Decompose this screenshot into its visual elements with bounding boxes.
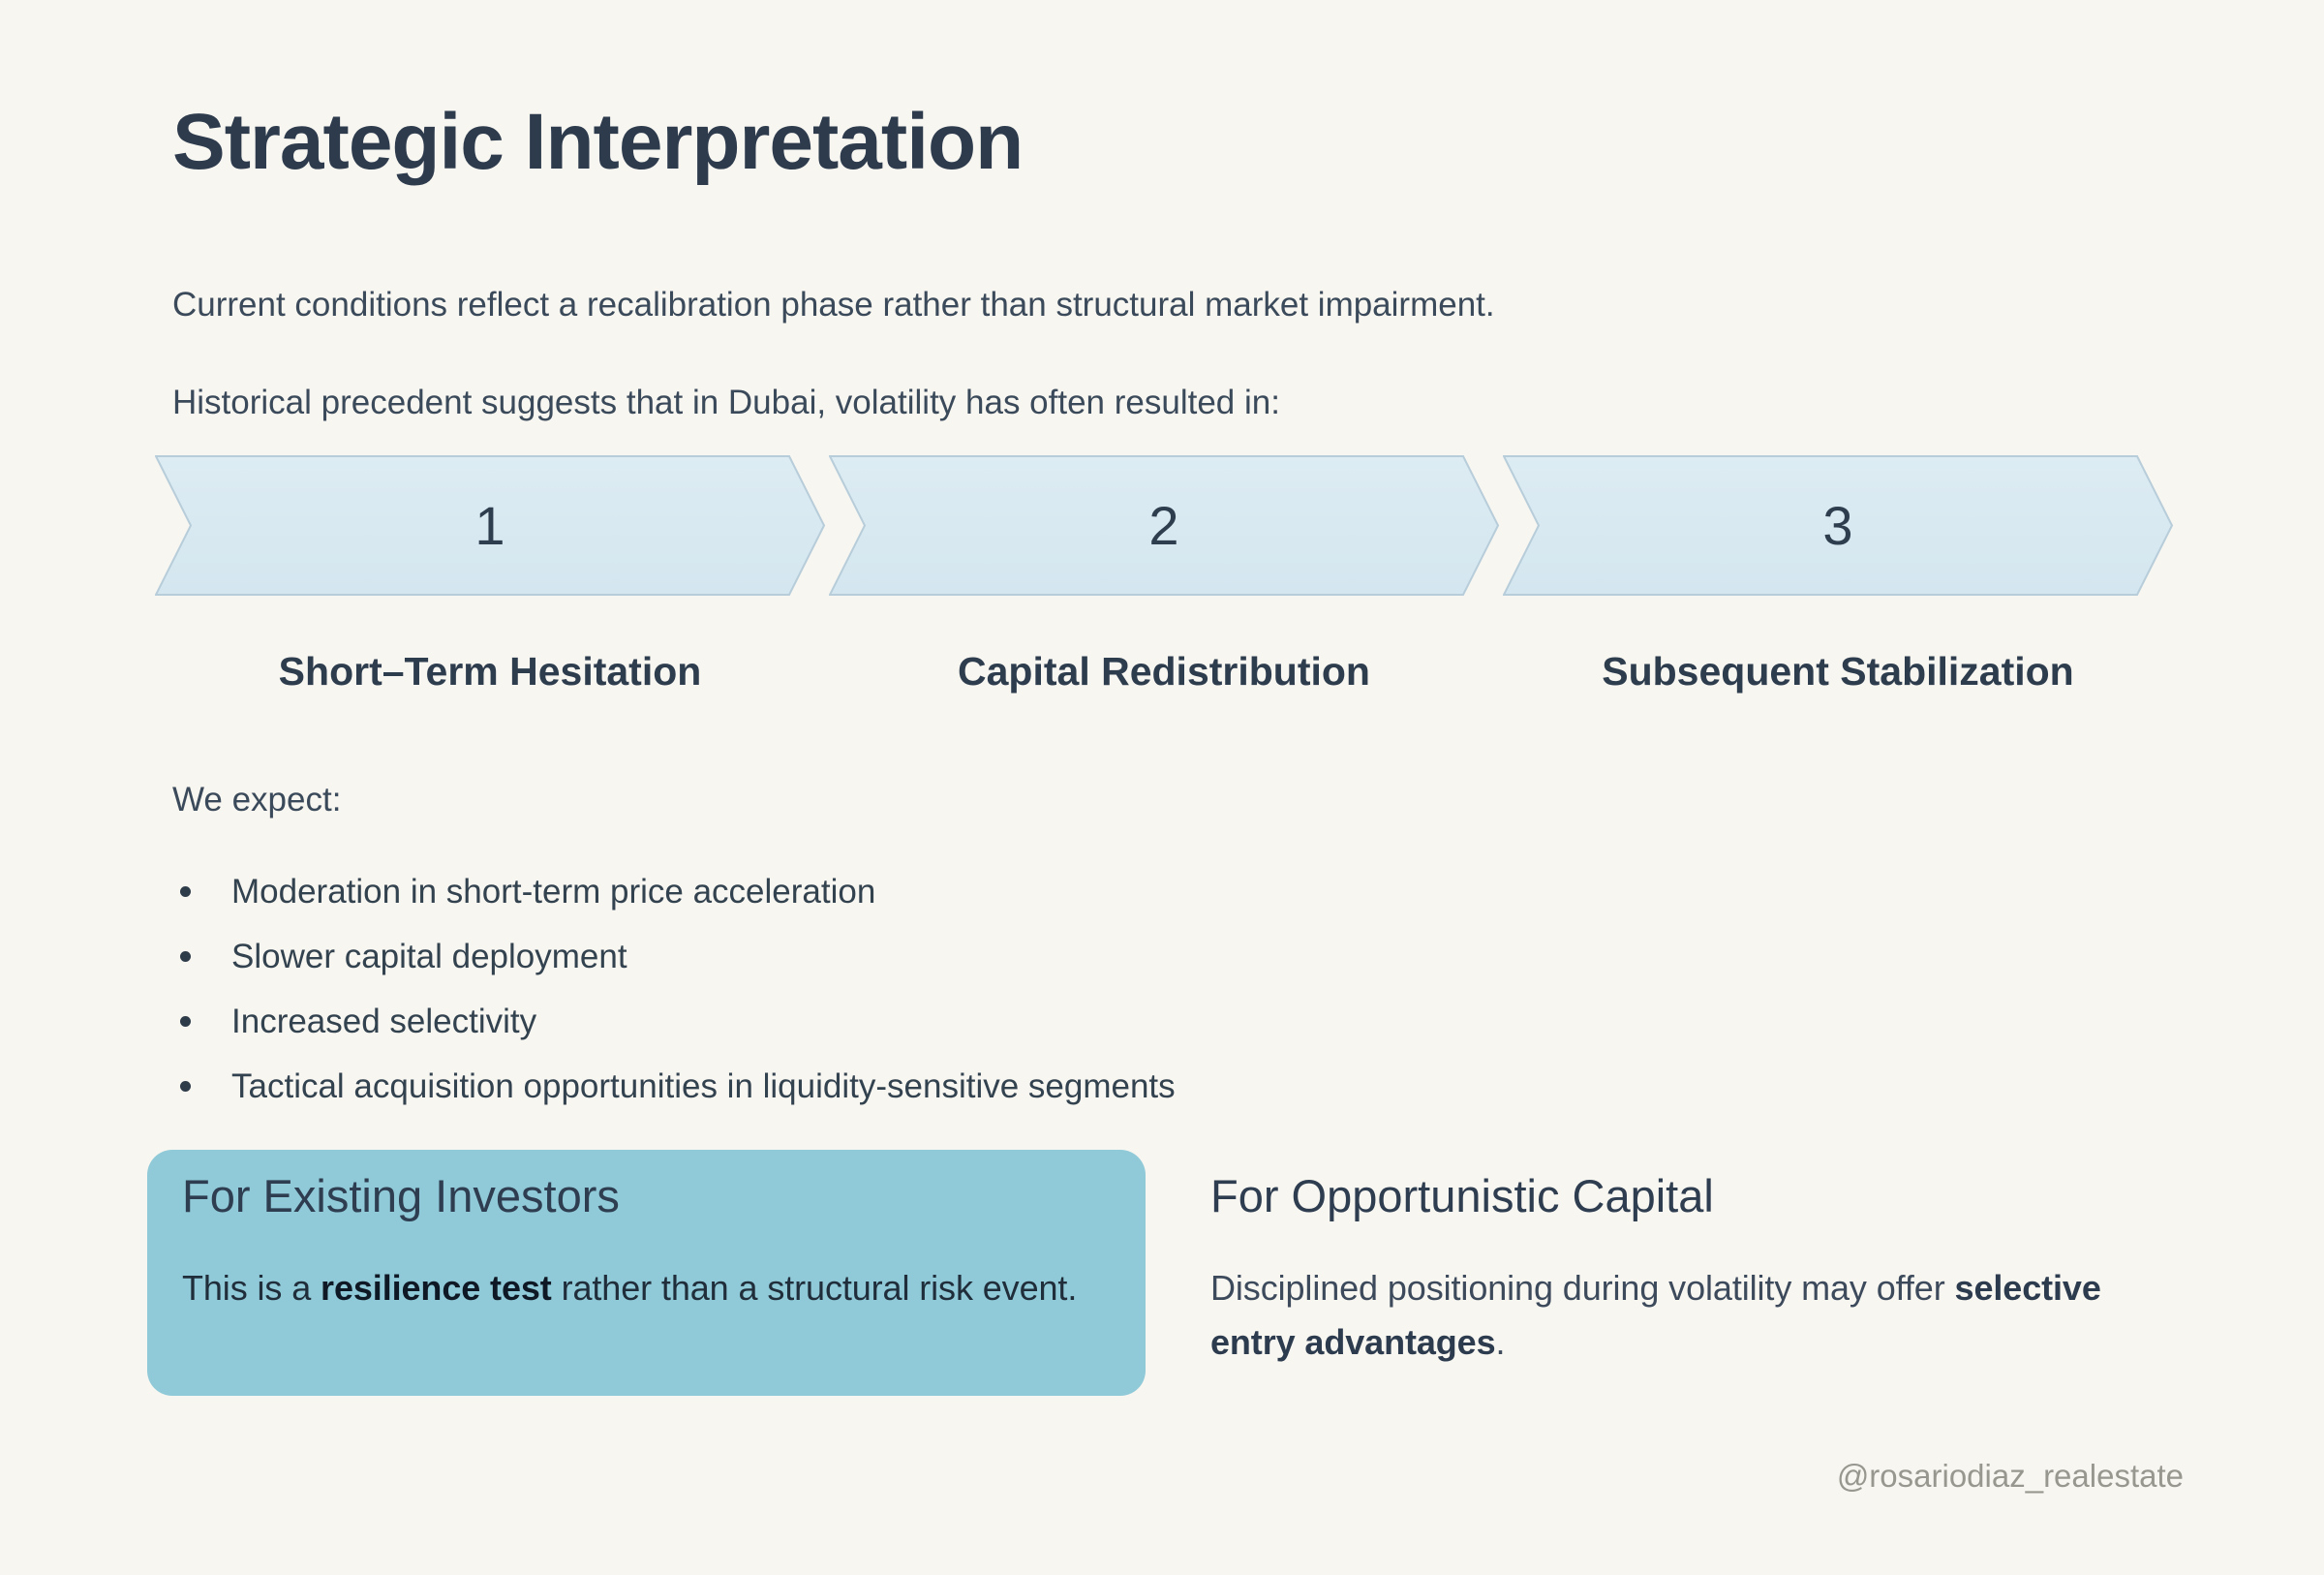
bullet-icon	[180, 1081, 191, 1093]
step-label: Short–Term Hesitation	[278, 649, 702, 695]
process-steps-row: 1 Short–Term Hesitation 2 Capital Redist…	[155, 455, 2173, 695]
precedent-paragraph: Historical precedent suggests that in Du…	[172, 384, 1280, 422]
list-item: Increased selectivity	[172, 998, 2184, 1045]
chevron-arrow-icon	[829, 455, 1499, 597]
body-text: This is a	[182, 1268, 321, 1309]
step-label: Subsequent Stabilization	[1602, 649, 2074, 695]
page-title: Strategic Interpretation	[172, 98, 1024, 186]
expect-list: Moderation in short-term price accelerat…	[172, 868, 2184, 1110]
bullet-icon	[180, 1016, 191, 1028]
list-item-text: Moderation in short-term price accelerat…	[231, 873, 876, 911]
bullet-icon	[180, 951, 191, 963]
intro-paragraph: Current conditions reflect a recalibrati…	[172, 286, 1495, 324]
chevron-arrow-shape: 2	[829, 455, 1499, 597]
existing-investors-heading: For Existing Investors	[182, 1170, 620, 1222]
list-item-text: Slower capital deployment	[231, 938, 627, 976]
list-item: Slower capital deployment	[172, 933, 2184, 980]
opportunistic-capital-heading: For Opportunistic Capital	[1210, 1170, 1714, 1222]
process-step-2: 2 Capital Redistribution	[829, 455, 1499, 695]
step-label: Capital Redistribution	[958, 649, 1370, 695]
body-text: .	[1495, 1322, 1506, 1363]
existing-investors-card: For Existing Investors This is a resilie…	[147, 1150, 1146, 1397]
step-number: 1	[474, 495, 505, 557]
chevron-arrow-shape: 1	[155, 455, 825, 597]
chevron-arrow-shape: 3	[1503, 455, 2173, 597]
body-text: rather than a structural risk event.	[551, 1268, 1078, 1309]
bottom-columns: For Existing Investors This is a resilie…	[147, 1150, 2184, 1397]
list-item-text: Tactical acquisition opportunities in li…	[231, 1067, 1176, 1106]
chevron-arrow-icon	[155, 455, 825, 597]
process-step-3: 3 Subsequent Stabilization	[1503, 455, 2173, 695]
body-text-bold: selective entry advantages	[1210, 1268, 2101, 1363]
existing-investors-body: This is a resilience test rather than a …	[182, 1261, 1107, 1315]
expect-heading: We expect:	[172, 781, 342, 819]
process-step-1: 1 Short–Term Hesitation	[155, 455, 825, 695]
list-item-text: Increased selectivity	[231, 1003, 537, 1041]
opportunistic-capital-column: For Opportunistic Capital Disciplined po…	[1210, 1150, 2184, 1396]
bullet-icon	[180, 886, 191, 898]
chevron-arrow-icon	[1503, 455, 2173, 597]
body-text-bold: resilience test	[321, 1268, 552, 1309]
step-number: 3	[1822, 495, 1853, 557]
list-item: Tactical acquisition opportunities in li…	[172, 1063, 2184, 1110]
opportunistic-capital-body: Disciplined positioning during volatilit…	[1210, 1261, 2184, 1370]
step-number: 2	[1148, 495, 1179, 557]
body-text: Disciplined positioning during volatilit…	[1210, 1268, 1955, 1309]
list-item: Moderation in short-term price accelerat…	[172, 868, 2184, 915]
social-handle: @rosariodiaz_realestate	[1836, 1458, 2184, 1494]
